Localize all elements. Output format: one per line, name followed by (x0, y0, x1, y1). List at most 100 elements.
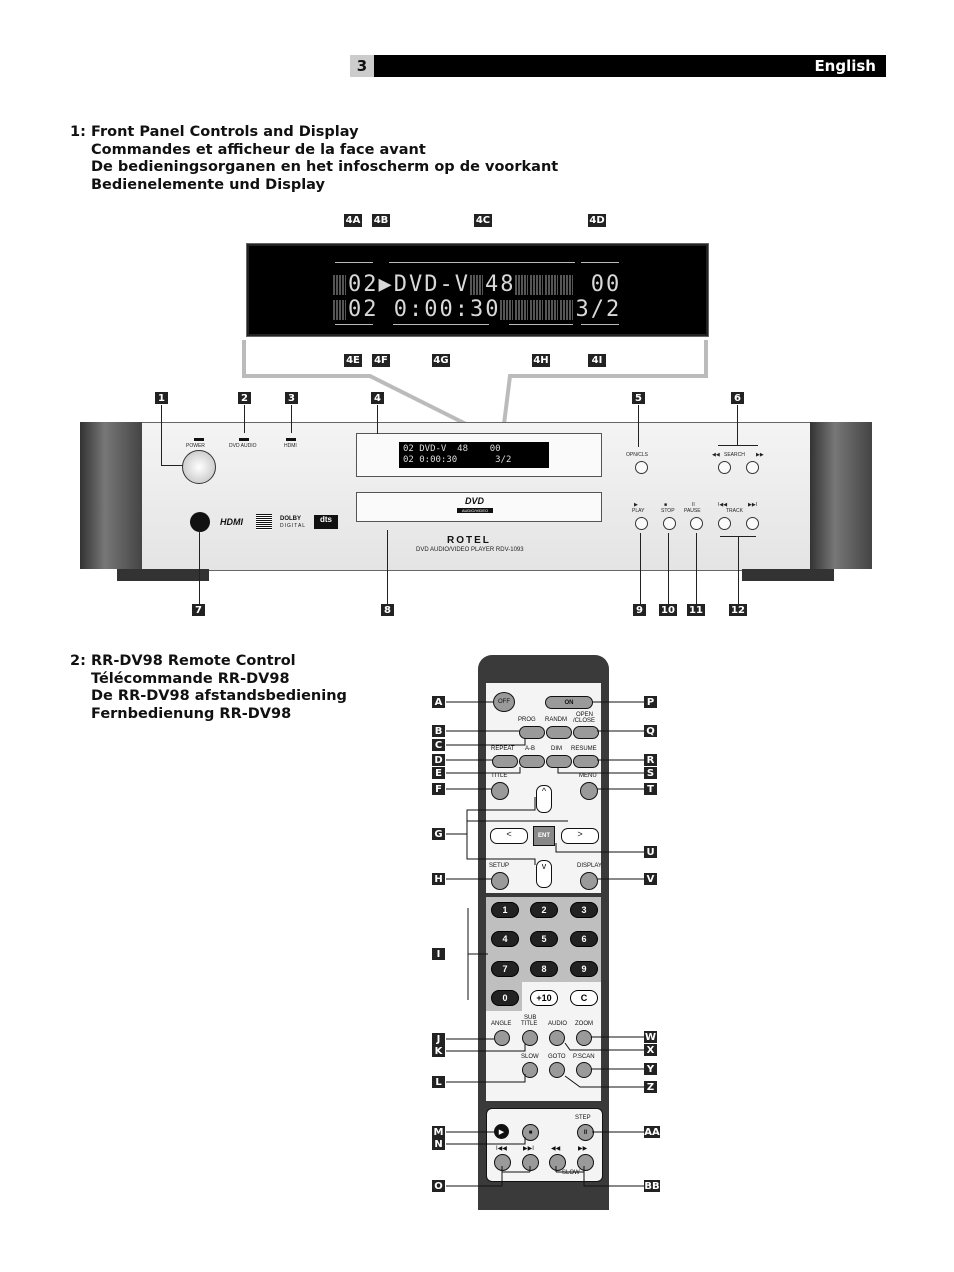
section2-line: Fernbedienung RR-DV98 (91, 705, 292, 722)
play-button[interactable]: ▶ (494, 1124, 509, 1139)
rewind-icon: ◀◀ (551, 1146, 561, 1152)
dvd-logo: DVD (465, 496, 485, 506)
pscan-button[interactable] (576, 1062, 592, 1078)
bracket-line (389, 262, 575, 263)
dim-label: DIM (551, 746, 562, 752)
subtitle-label-2: TITLE (521, 1021, 538, 1027)
repeat-button[interactable] (492, 755, 518, 768)
enter-button[interactable]: ENT (533, 826, 555, 846)
section2-line: Télécommande RR-DV98 (91, 670, 290, 687)
setup-button[interactable] (491, 872, 509, 890)
clear-button[interactable]: C (570, 990, 598, 1006)
play-icon: ▶ (634, 502, 638, 508)
left-arrow-button[interactable]: < (490, 828, 528, 844)
prog-button[interactable] (519, 726, 545, 739)
audio-label: AUDIO (548, 1021, 568, 1027)
number-6-button[interactable]: 6 (570, 931, 598, 947)
opn-cls-label: OPN/CLS (626, 452, 648, 458)
display-button[interactable] (580, 872, 598, 890)
number-0-button[interactable]: 0 (491, 990, 519, 1006)
track-prev-button[interactable] (718, 517, 731, 530)
slow-button[interactable] (522, 1062, 538, 1078)
remote-callout-S: S (644, 767, 657, 779)
front-display-window: 02 DVD-V 48 00 02 0:00:30 3/2 (356, 433, 602, 477)
stop-button[interactable]: ■ (522, 1124, 539, 1141)
number-7-button[interactable]: 7 (491, 961, 519, 977)
section2-heading: 2: RR-DV98 Remote Control Télécommande R… (70, 653, 400, 725)
remote-callout-E: E (432, 767, 445, 779)
stop-button[interactable] (663, 517, 676, 530)
subtitle-button[interactable] (522, 1030, 538, 1046)
section2-line: RR-DV98 Remote Control (91, 653, 296, 669)
repeat-label: REPEAT (491, 746, 515, 752)
plus10-button[interactable]: +10 (530, 990, 558, 1006)
left-foot (117, 569, 209, 581)
section1-line: De bedieningsorganen en het infoscherm o… (91, 159, 559, 175)
remote-callout-K: K (432, 1045, 445, 1057)
track-next-icon: ▶▶I (748, 502, 758, 508)
leader-line (738, 536, 739, 604)
zoom-label: ZOOM (575, 1021, 593, 1027)
zoom-button[interactable] (576, 1030, 592, 1046)
label-4i: 4I (588, 354, 606, 367)
dim-button[interactable] (546, 755, 572, 768)
number-5-button[interactable]: 5 (530, 931, 558, 947)
right-arrow-button[interactable]: > (561, 828, 599, 844)
section1-line: Front Panel Controls and Display (91, 124, 359, 140)
title-button[interactable] (491, 782, 509, 800)
leader-line (668, 533, 669, 604)
left-side-panel (80, 422, 142, 569)
section1-heading: 1: Front Panel Controls and Display Comm… (70, 124, 670, 196)
headphone-jack[interactable] (190, 512, 210, 532)
slow-label: SLOW (521, 1054, 539, 1060)
ab-button[interactable] (519, 755, 545, 768)
number-8-button[interactable]: 8 (530, 961, 558, 977)
goto-button[interactable] (549, 1062, 565, 1078)
pause-button[interactable] (690, 517, 703, 530)
number-9-button[interactable]: 9 (570, 961, 598, 977)
front-display-row1: 02 DVD-V 48 00 (403, 444, 501, 454)
slow-rewind-button[interactable] (549, 1154, 566, 1171)
resume-button[interactable] (573, 755, 599, 768)
remote-callout-Z: Z (644, 1081, 657, 1093)
prog-label: PROG (518, 717, 536, 723)
zoom-funnel (242, 340, 708, 442)
search-back-icon: ◀◀ (712, 452, 720, 458)
off-button[interactable]: OFF (493, 692, 515, 712)
play-button[interactable] (635, 517, 648, 530)
open-close-button[interactable] (573, 726, 599, 739)
remote-callout-J: J (432, 1033, 445, 1045)
track-prev-icon: I◀◀ (718, 502, 728, 508)
dvd-audio-label: DVD AUDIO (229, 443, 257, 449)
stop-icon: ■ (528, 1129, 533, 1136)
angle-button[interactable] (494, 1030, 510, 1046)
power-button[interactable] (182, 450, 216, 484)
remote-callout-O: O (432, 1180, 445, 1192)
label-4f: 4F (372, 354, 390, 367)
on-button[interactable]: ON (545, 696, 593, 709)
pause-label: PAUSE (684, 508, 701, 514)
search-back-button[interactable] (718, 461, 731, 474)
remote-callout-L: L (432, 1076, 445, 1088)
slow-forward-button[interactable] (577, 1154, 594, 1171)
disc-tray[interactable]: DVD AUDIO/VIDEO (356, 492, 602, 522)
subtitle-label-1: SUB (524, 1015, 537, 1021)
bracket-line (509, 324, 573, 325)
open-close-button[interactable] (635, 461, 648, 474)
number-1-button[interactable]: 1 (491, 902, 519, 918)
label-4g: 4G (432, 354, 450, 367)
remote-callout-A: A (432, 696, 445, 708)
number-2-button[interactable]: 2 (530, 902, 558, 918)
search-forward-button[interactable] (746, 461, 759, 474)
up-arrow-button[interactable]: ^ (536, 785, 552, 813)
remote-callout-V: V (644, 873, 657, 885)
track-next-button[interactable] (746, 517, 759, 530)
language-header: English (374, 55, 886, 77)
randm-button[interactable] (546, 726, 572, 739)
menu-button[interactable] (580, 782, 598, 800)
number-4-button[interactable]: 4 (491, 931, 519, 947)
search-forward-icon: ▶▶ (756, 452, 764, 458)
number-3-button[interactable]: 3 (570, 902, 598, 918)
audio-button[interactable] (549, 1030, 565, 1046)
down-arrow-button[interactable]: v (536, 860, 552, 888)
